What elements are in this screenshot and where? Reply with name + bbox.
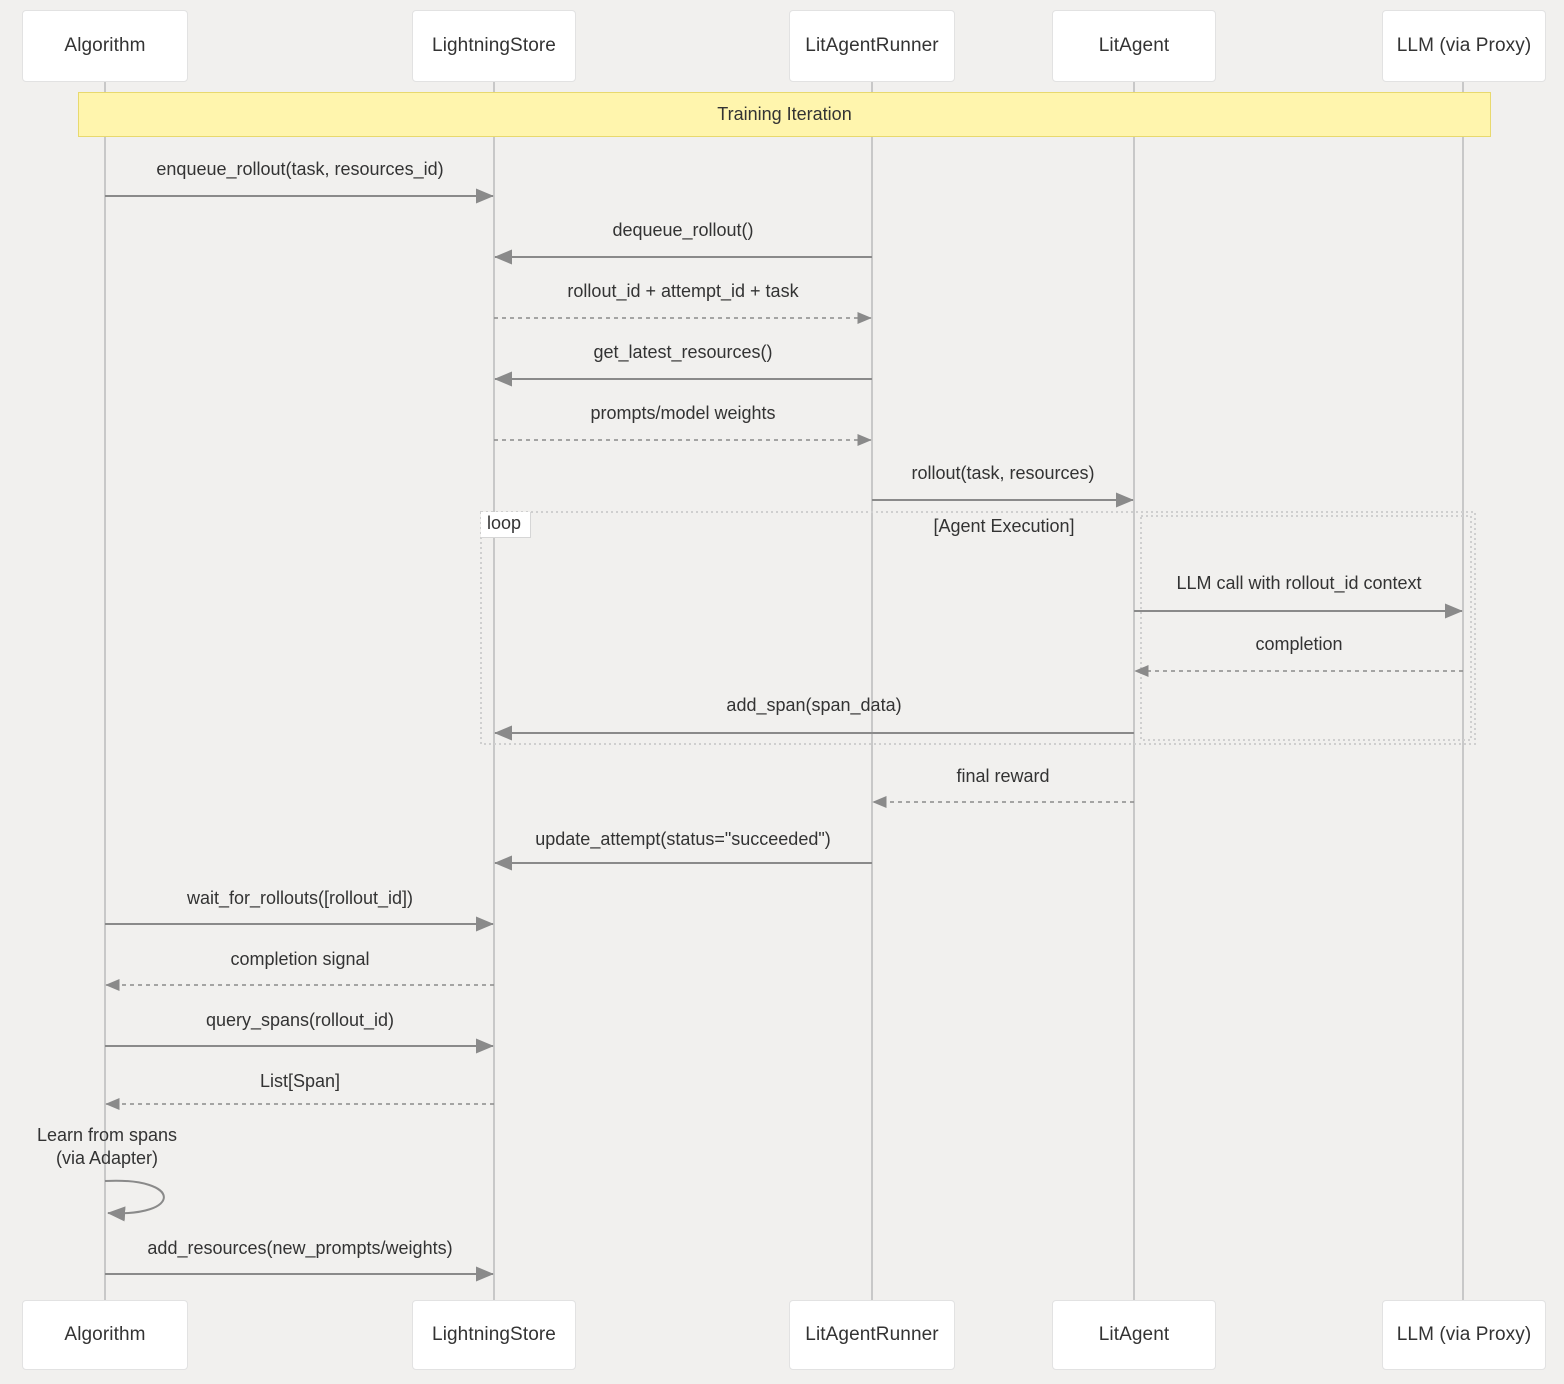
participant-label: LitAgentRunner [805, 35, 939, 56]
fragment-frame-llm-inner-frame [1140, 515, 1472, 741]
message-label-m12: wait_for_rollouts([rollout_id]) [186, 888, 414, 908]
participant-llm_proxy-header[interactable]: LLM (via Proxy) [1382, 10, 1546, 82]
message-label-m8: completion [1255, 634, 1343, 654]
participant-label: LitAgent [1098, 35, 1170, 56]
participant-label: LitAgent [1098, 1324, 1170, 1345]
fragment-condition-loop-agent-execution: [Agent Execution] [933, 516, 1075, 536]
participant-algorithm-footer[interactable]: Algorithm [22, 1300, 188, 1370]
participant-label: LitAgentRunner [805, 1324, 939, 1345]
participant-litagentrunner-header[interactable]: LitAgentRunner [789, 10, 955, 82]
message-label-m10: final reward [956, 766, 1050, 786]
message-label-m15: List[Span] [259, 1071, 341, 1091]
message-label-m7: LLM call with rollout_id context [1176, 573, 1422, 593]
message-label-m4: get_latest_resources() [593, 342, 773, 362]
message-label-m1: enqueue_rollout(task, resources_id) [156, 159, 444, 179]
participant-label: LLM (via Proxy) [1396, 35, 1532, 56]
message-label-m9: add_span(span_data) [726, 695, 902, 715]
message-label-m6: rollout(task, resources) [911, 463, 1095, 483]
banner-label: Training Iteration [717, 104, 852, 124]
participant-llm_proxy-footer[interactable]: LLM (via Proxy) [1382, 1300, 1546, 1370]
message-label-m2: dequeue_rollout() [612, 220, 754, 240]
participant-label: LightningStore [432, 35, 556, 56]
training-iteration-banner: Training Iteration [78, 92, 1491, 137]
fragment-kind-label-loop-agent-execution: loop [481, 512, 532, 539]
message-arrows-group [104, 188, 1463, 1282]
participant-litagent-header[interactable]: LitAgent [1052, 10, 1216, 82]
participant-label: LightningStore [432, 1324, 556, 1345]
participant-algorithm-header[interactable]: Algorithm [22, 10, 188, 82]
self-message-label-m16: Learn from spans (via Adapter) [37, 1124, 177, 1170]
message-label-m5: prompts/model weights [590, 403, 776, 423]
message-label-m11: update_attempt(status="succeeded") [535, 829, 831, 849]
fragment-frames-group [480, 511, 1476, 745]
self-message-arrow-m16 [104, 1179, 165, 1222]
participant-lightningstore-footer[interactable]: LightningStore [412, 1300, 576, 1370]
participant-label: Algorithm [64, 1324, 146, 1345]
participant-litagent-footer[interactable]: LitAgent [1052, 1300, 1216, 1370]
participant-litagentrunner-footer[interactable]: LitAgentRunner [789, 1300, 955, 1370]
participant-label: Algorithm [64, 35, 146, 56]
lifelines-group [104, 82, 1464, 1300]
message-label-m17: add_resources(new_prompts/weights) [147, 1238, 453, 1258]
fragment-frame-loop-agent-execution [480, 511, 1476, 745]
participant-label: LLM (via Proxy) [1396, 1324, 1532, 1345]
message-label-m13: completion signal [230, 949, 370, 969]
message-label-m3: rollout_id + attempt_id + task [567, 281, 799, 301]
participant-lightningstore-header[interactable]: LightningStore [412, 10, 576, 82]
self-message-label-line2: (via Adapter) [55, 1148, 159, 1169]
self-message-label-line1: Learn from spans [36, 1125, 178, 1145]
message-label-m14: query_spans(rollout_id) [205, 1010, 395, 1030]
